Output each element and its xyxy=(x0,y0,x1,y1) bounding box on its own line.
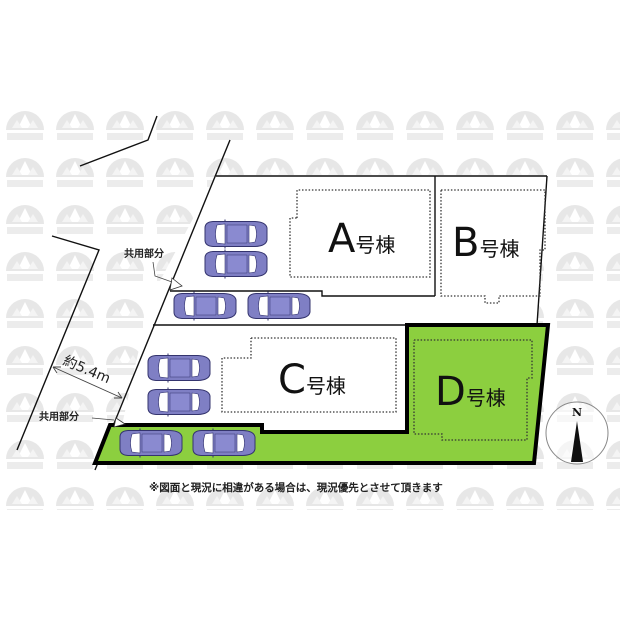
lot-c-label: C号棟 xyxy=(278,357,346,403)
north-arrow-icon xyxy=(571,421,583,462)
dimension-arrowhead xyxy=(52,366,61,374)
lot-a-label: A号棟 xyxy=(328,216,395,262)
lot-b-right-line xyxy=(536,175,548,326)
neighbor-boundary-left xyxy=(16,235,100,451)
parking-car xyxy=(204,249,268,279)
parking-car xyxy=(147,353,211,383)
dimension-arrow xyxy=(52,366,123,399)
shared-area-marker xyxy=(113,417,126,428)
building-c-footprint xyxy=(221,337,397,413)
north-compass: N xyxy=(545,401,609,465)
shared-area-leader xyxy=(91,417,115,421)
lot-b-label: B号棟 xyxy=(452,220,519,266)
dimension-arrowhead xyxy=(114,391,123,399)
building-a-footprint xyxy=(289,189,431,278)
shared-area-label-bottom: 共用部分 xyxy=(39,410,79,423)
shared-area-marker xyxy=(169,277,183,291)
compass-north-label: N xyxy=(572,406,582,419)
lot-d-parcel xyxy=(92,323,551,465)
parking-car xyxy=(204,219,268,249)
disclaimer-note: ※図面と現況に相違がある場合は、現況優先とさせて頂きます xyxy=(149,481,443,494)
shared-area-leader xyxy=(152,261,173,283)
parking-car xyxy=(173,291,237,321)
road-edge-line xyxy=(94,139,231,471)
lot-d-label: D号棟 xyxy=(435,369,506,415)
neighbor-boundary-top xyxy=(79,115,158,167)
parking-car xyxy=(192,428,256,458)
shared-area-label-top: 共用部分 xyxy=(124,247,164,260)
lot-a-bottom xyxy=(170,290,435,297)
parking-car xyxy=(119,428,183,458)
parking-car xyxy=(147,387,211,417)
parking-car xyxy=(247,291,311,321)
